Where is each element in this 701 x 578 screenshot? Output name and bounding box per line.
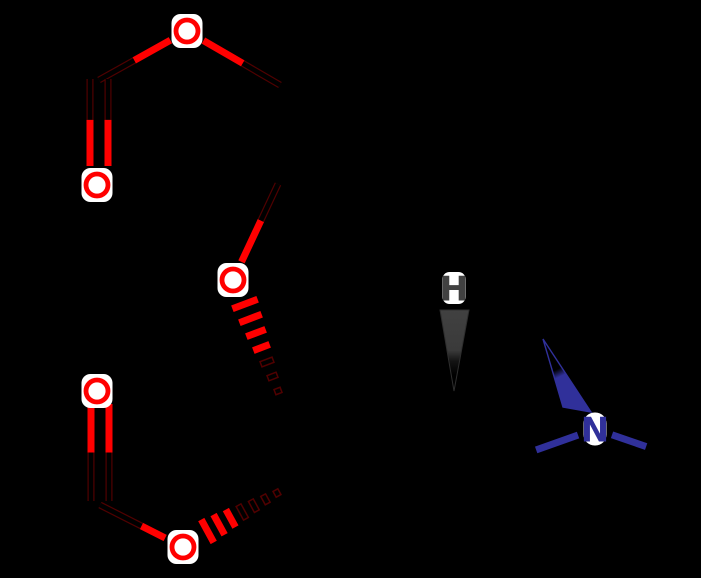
bond-ether-O-to-aromatic-C-near xyxy=(238,218,265,264)
bold-wedge-N xyxy=(542,338,593,413)
hash-dash-hash-wedge-ester-O-up-0 xyxy=(198,517,217,545)
hash-dash-hash-wedge-ester-O-up-6 xyxy=(274,489,280,497)
bond-ester-top-O-to-ring-C-far xyxy=(241,61,282,87)
bond-ether-O-to-aromatic-C-far xyxy=(258,183,281,222)
atom-label-O-carbonyl-top xyxy=(83,171,111,199)
hash-dash-hash-wedge-ester-O-up-3 xyxy=(237,504,248,520)
bond-ester-top-O-to-carbonyl-C-far xyxy=(97,58,136,83)
hash-dash-hash-wedge-ester-O-up-5 xyxy=(261,494,270,504)
atom-halo-N-amine xyxy=(583,412,607,446)
atom-label-O-ester-top xyxy=(173,17,201,45)
hash-dash-hash-wedge-ether-O-down-6 xyxy=(274,388,282,394)
hash-dash-hash-wedge-ether-O-down-3 xyxy=(252,341,271,354)
hash-dash-hash-wedge-ether-O-down-2 xyxy=(245,326,267,340)
atom-label-H-stereo: H xyxy=(440,269,468,309)
hash-dash-hash-wedge-ester-O-up-1 xyxy=(210,512,228,537)
bond-ester-top-O-to-carbonyl-C-near xyxy=(132,37,173,64)
atom-label-O-carbonyl-bottom xyxy=(83,377,111,405)
atom-label-O-ester-bottom xyxy=(169,533,197,561)
bond-N-to-ring-C-left-near xyxy=(534,431,580,454)
hash-dash-hash-wedge-ether-O-down-4 xyxy=(260,358,274,366)
bond-carbonyl-C-to-ester-O-bottom-near xyxy=(98,502,143,529)
bond-ester-top-O-to-ring-C-near xyxy=(201,37,245,67)
hash-dash-hash-wedge-ether-O-down-0 xyxy=(231,295,259,313)
atom-label-O-ether xyxy=(219,266,247,294)
atom-label-N-amine: N xyxy=(581,410,609,450)
bond-carbonyl-C-to-ester-O-bottom-far xyxy=(139,522,167,542)
bold-wedge-H xyxy=(439,309,470,392)
hash-dash-hash-wedge-ether-O-down-1 xyxy=(238,311,263,326)
hash-dash-hash-wedge-ester-O-up-2 xyxy=(222,507,239,529)
hash-dash-hash-wedge-ether-O-down-5 xyxy=(267,373,278,380)
hash-dash-hash-wedge-ester-O-up-4 xyxy=(249,499,259,512)
bond-N-to-methyl-right-near xyxy=(610,431,648,450)
atom-halo-H-stereo xyxy=(442,272,466,304)
